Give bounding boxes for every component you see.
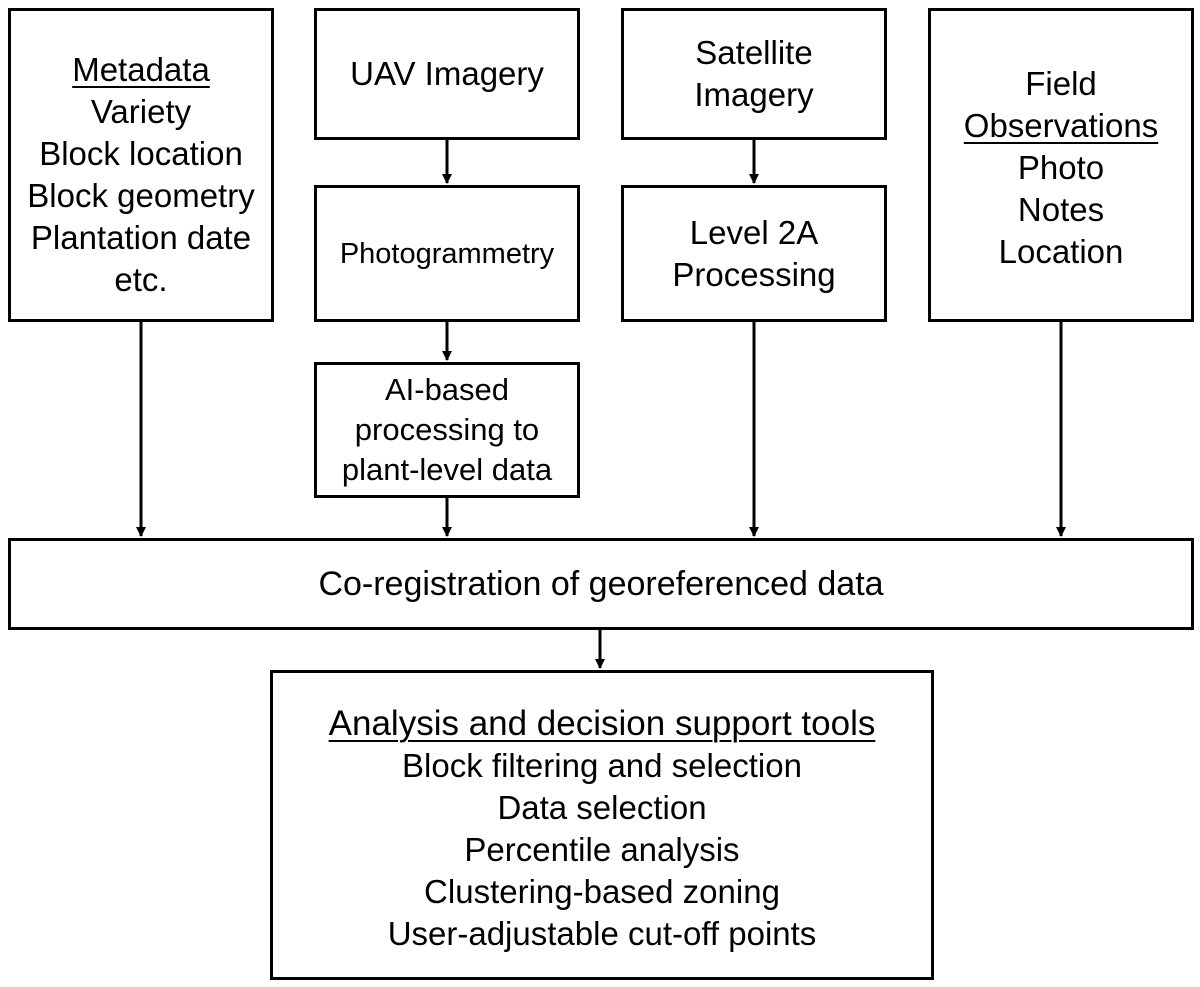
coregistration-label: Co-registration of georeferenced data <box>318 565 884 603</box>
field-observations-title-line-1: Field <box>1025 65 1097 102</box>
metadata-item-block-geometry: Block geometry <box>27 177 255 214</box>
satellite-imagery-line-1: Satellite <box>695 34 813 71</box>
photogrammetry-box: Photogrammetry <box>314 185 580 322</box>
metadata-item-variety: Variety <box>90 93 192 130</box>
field-observations-box: Field Observations Photo Notes Location <box>928 8 1194 322</box>
ai-processing-line-3: plant-level data <box>341 452 553 487</box>
metadata-box: Metadata Variety Block location Block ge… <box>8 8 274 322</box>
metadata-item-etc: etc. <box>114 261 168 298</box>
field-observations-item-location: Location <box>998 233 1124 270</box>
field-observations-item-notes: Notes <box>1017 191 1105 228</box>
ai-processing-box: AI-based processing to plant-level data <box>314 362 580 498</box>
analysis-item-cutoff: User-adjustable cut-off points <box>387 915 817 952</box>
analysis-item-percentile: Percentile analysis <box>464 831 740 868</box>
analysis-item-clustering: Clustering-based zoning <box>424 873 780 910</box>
ai-processing-line-1: AI-based <box>384 372 510 407</box>
coregistration-box: Co-registration of georeferenced data <box>8 538 1194 630</box>
satellite-imagery-box: Satellite Imagery <box>621 8 887 140</box>
field-observations-title-line-2: Observations <box>963 107 1159 144</box>
ai-processing-line-2: processing to <box>354 412 540 447</box>
satellite-imagery-line-2: Imagery <box>694 76 814 113</box>
level-2a-line-1: Level 2A <box>689 213 819 251</box>
analysis-tools-box: Analysis and decision support tools Bloc… <box>270 670 934 980</box>
field-observations-item-photo: Photo <box>1017 149 1105 186</box>
level-2a-line-2: Processing <box>672 255 836 293</box>
uav-imagery-label: UAV Imagery <box>350 55 544 92</box>
metadata-item-plantation-date: Plantation date <box>30 219 252 256</box>
analysis-item-data-selection: Data selection <box>497 789 707 826</box>
analysis-item-block-filtering: Block filtering and selection <box>402 747 802 784</box>
metadata-title: Metadata <box>72 51 210 88</box>
level-2a-processing-box: Level 2A Processing <box>621 185 887 322</box>
metadata-item-block-location: Block location <box>39 135 243 172</box>
photogrammetry-label: Photogrammetry <box>339 237 555 270</box>
uav-imagery-box: UAV Imagery <box>314 8 580 140</box>
analysis-title: Analysis and decision support tools <box>328 704 876 743</box>
